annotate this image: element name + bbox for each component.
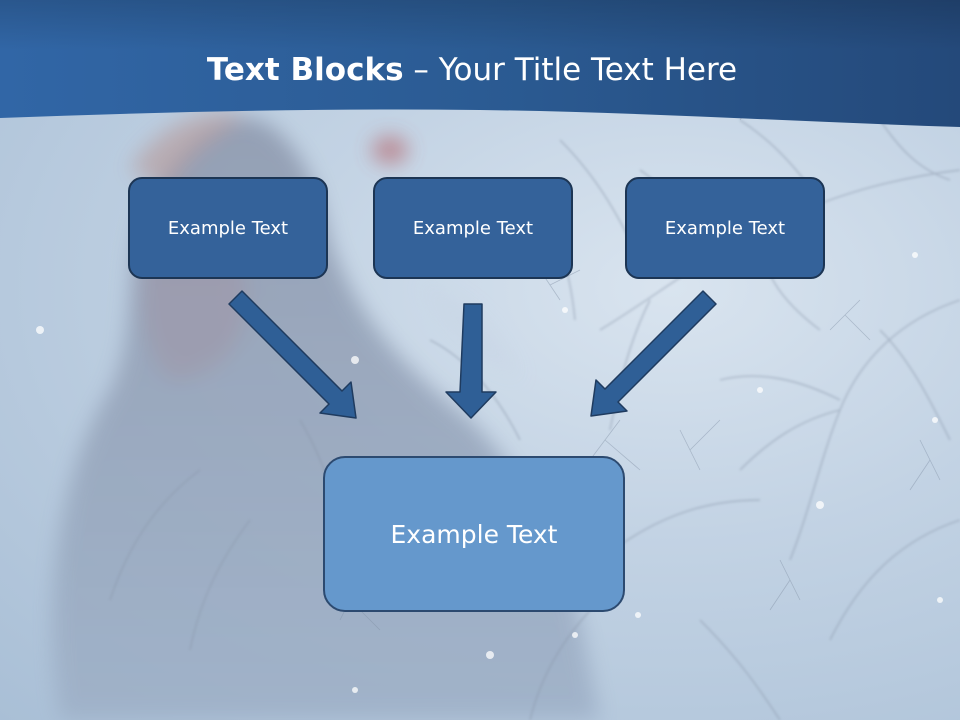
text-block-2: Example Text: [373, 177, 573, 279]
text-block-3-label: Example Text: [664, 217, 786, 239]
title-bold: Text Blocks: [206, 52, 404, 88]
target-text-block-label: Example Text: [390, 519, 558, 549]
page-title: Text Blocks – Your Title Text Here: [0, 52, 944, 88]
arrow-left: [228, 290, 357, 419]
text-block-2-label: Example Text: [412, 217, 534, 239]
text-block-1-label: Example Text: [167, 217, 289, 239]
arrow-right: [590, 290, 717, 417]
arrow-center: [445, 303, 497, 419]
text-block-1: Example Text: [128, 177, 328, 279]
title-rest: – Your Title Text Here: [403, 52, 738, 88]
text-block-3: Example Text: [625, 177, 825, 279]
title-band: [0, 0, 960, 127]
target-text-block: Example Text: [323, 456, 625, 612]
